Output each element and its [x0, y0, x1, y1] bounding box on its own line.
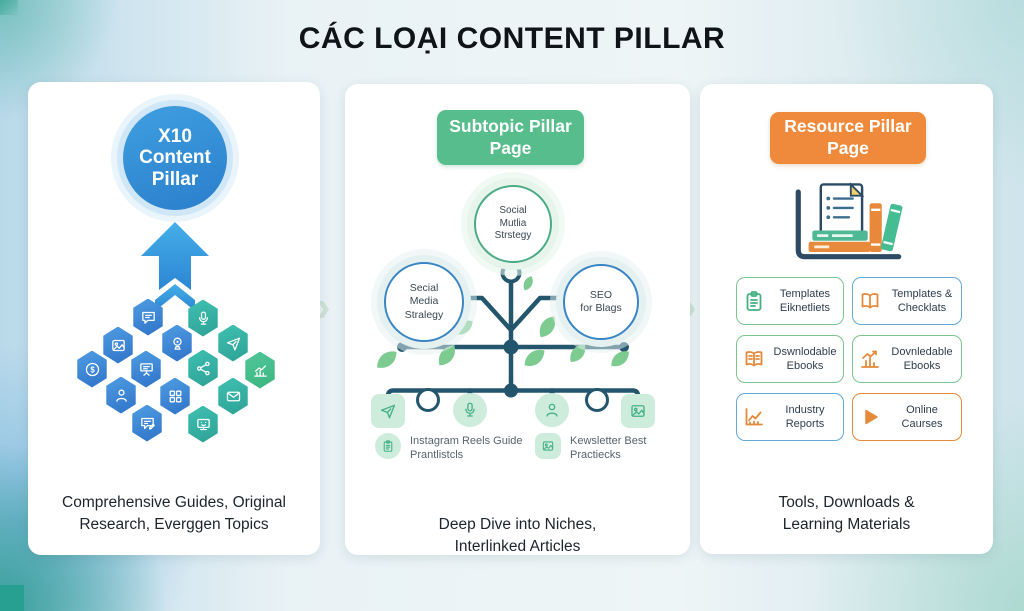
subtopic-pillar-header: Subtopic Pillar Page	[437, 110, 584, 165]
camera-icon	[162, 324, 192, 362]
dollar-icon	[84, 361, 101, 378]
resource-card-label: Online Caurses	[901, 403, 943, 430]
grid-icon	[160, 377, 190, 415]
resource-card-label: Industry Reports	[785, 403, 825, 430]
resource-card-label: Templates & Checklats	[891, 287, 953, 314]
resource-cards-grid: Templates Eiknetliets Templates & Checkla…	[736, 277, 962, 441]
left-panel-caption: Comprehensive Guides, Original Research,…	[62, 493, 286, 533]
presentation-icon	[138, 361, 155, 378]
chat-edit-icon	[132, 404, 162, 442]
topic-node-social-media-strategy: Social Mutlia Strstegy	[474, 185, 552, 263]
resource-card-3: Dswnlodable Ebooks	[736, 335, 844, 383]
x10-content-pillar-badge: X10 Content Pillar	[123, 106, 227, 210]
topic-node-seo-for-blogs: SEO for Blags	[563, 264, 639, 340]
checklist-icon	[375, 433, 401, 459]
user-icon	[106, 376, 136, 414]
ring-node	[415, 387, 440, 412]
camera-icon	[169, 335, 186, 352]
share-icon	[195, 360, 212, 377]
middle-panel-caption: Deep Dive into Niches, Interlinked Artic…	[438, 515, 597, 555]
paper-plane-icon	[371, 394, 405, 428]
photo-icon	[535, 433, 561, 459]
chat-edit-icon	[139, 415, 156, 432]
grid-icon	[167, 388, 184, 405]
right-panel-caption: Tools, Downloads & Learning Materials	[778, 493, 915, 533]
image-icon	[103, 326, 133, 364]
presentation-icon	[131, 350, 161, 388]
line-chart-icon	[742, 405, 766, 429]
microphone-icon	[461, 401, 479, 419]
monitor-icon	[195, 416, 212, 433]
resource-card-6: Online Caurses	[852, 393, 962, 441]
resource-card-label: Dswnlodable Ebooks	[773, 345, 837, 372]
paper-plane-icon	[218, 324, 248, 362]
photo-icon	[629, 402, 647, 420]
photo-icon	[621, 394, 655, 428]
person-icon	[543, 401, 561, 419]
page-title: CÁC LOẠI CONTENT PILLAR	[298, 22, 726, 55]
open-book-icon	[858, 289, 882, 313]
mail-icon	[225, 388, 242, 405]
paper-plane-icon	[379, 402, 397, 420]
resource-card-4: Dovnledable Ebooks	[852, 335, 962, 383]
image-icon	[110, 337, 127, 354]
user-icon	[113, 387, 130, 404]
microphone-icon	[453, 393, 487, 427]
corner-accent-top-left	[0, 0, 18, 15]
bar-chart-icon	[858, 347, 882, 371]
x10-content-pillar-panel: X10 Content Pillar Comprehensive Guides,…	[28, 82, 320, 555]
corner-accent-bottom-left	[0, 585, 24, 611]
resource-pillar-panel: Resource Pillar Page Templates Eiknetlie…	[700, 84, 993, 554]
mail-icon	[218, 377, 248, 415]
play-icon	[858, 405, 882, 429]
up-arrow-icon	[141, 222, 209, 311]
resource-card-label: Templates Eiknetliets	[779, 287, 831, 314]
ring-node	[584, 387, 609, 412]
tree-label-instagram-reels: Instagram Reels Guide Prantlistcls	[375, 433, 545, 463]
dollar-icon	[77, 350, 107, 388]
subtopic-pillar-panel: Subtopic Pillar Page	[345, 84, 690, 555]
microphone-icon	[195, 310, 212, 327]
tree-label-newsletter-best-practices: Kewsletter Best Practiecks	[535, 433, 675, 463]
person-icon	[535, 393, 569, 427]
books-and-document-icon	[795, 182, 903, 260]
chart-icon	[245, 351, 275, 389]
paper-plane-icon	[225, 335, 242, 352]
resource-card-label: Dovnledable Ebooks	[891, 345, 953, 372]
resource-card-5: Industry Reports	[736, 393, 844, 441]
clipboard-icon	[742, 289, 766, 313]
resource-card-2: Templates & Checklats	[852, 277, 962, 325]
monitor-icon	[188, 405, 218, 443]
resource-card-1: Templates Eiknetliets	[736, 277, 844, 325]
ebook-icon	[742, 347, 766, 371]
resource-pillar-header: Resource Pillar Page	[770, 112, 926, 164]
chart-icon	[252, 362, 269, 379]
topic-node-social-media-strategy-left: Secial Media Stralegy	[384, 262, 464, 342]
chat-icon	[140, 309, 157, 326]
share-icon	[188, 349, 218, 387]
